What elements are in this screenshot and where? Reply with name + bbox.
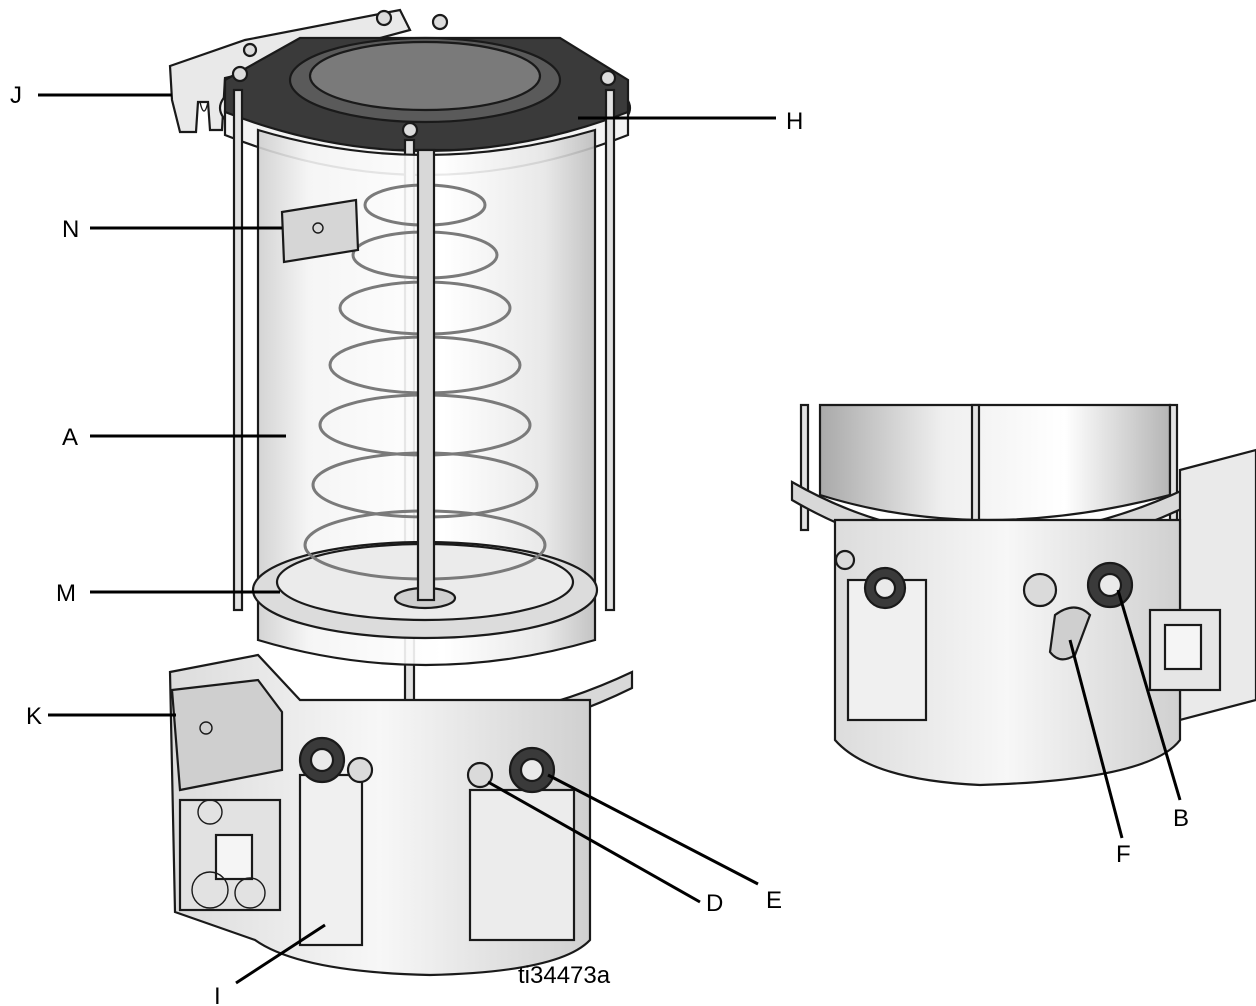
- callout-f: F: [1116, 841, 1131, 868]
- leader-lines: [38, 93, 1182, 985]
- detail-view-illustration: [790, 403, 1256, 787]
- callout-b: B: [1173, 805, 1189, 832]
- callout-i: I: [214, 983, 221, 1006]
- callout-n: N: [62, 216, 79, 243]
- callout-labels: J H N A M K I D E F B ti34473a: [10, 82, 1189, 1006]
- callout-d: D: [706, 890, 723, 917]
- label-panel: [298, 773, 364, 947]
- callout-k: K: [26, 703, 42, 730]
- low-level-tab: [280, 198, 360, 264]
- callout-j: J: [10, 82, 22, 109]
- figure-id: ti34473a: [518, 962, 611, 989]
- side-cover-plate: [170, 678, 284, 792]
- callout-e: E: [766, 887, 782, 914]
- callout-a: A: [62, 424, 78, 451]
- callout-m: M: [56, 580, 76, 607]
- outlet-fittings: [298, 736, 556, 794]
- callout-h: H: [786, 108, 803, 135]
- main-pump-illustration: [168, 8, 634, 977]
